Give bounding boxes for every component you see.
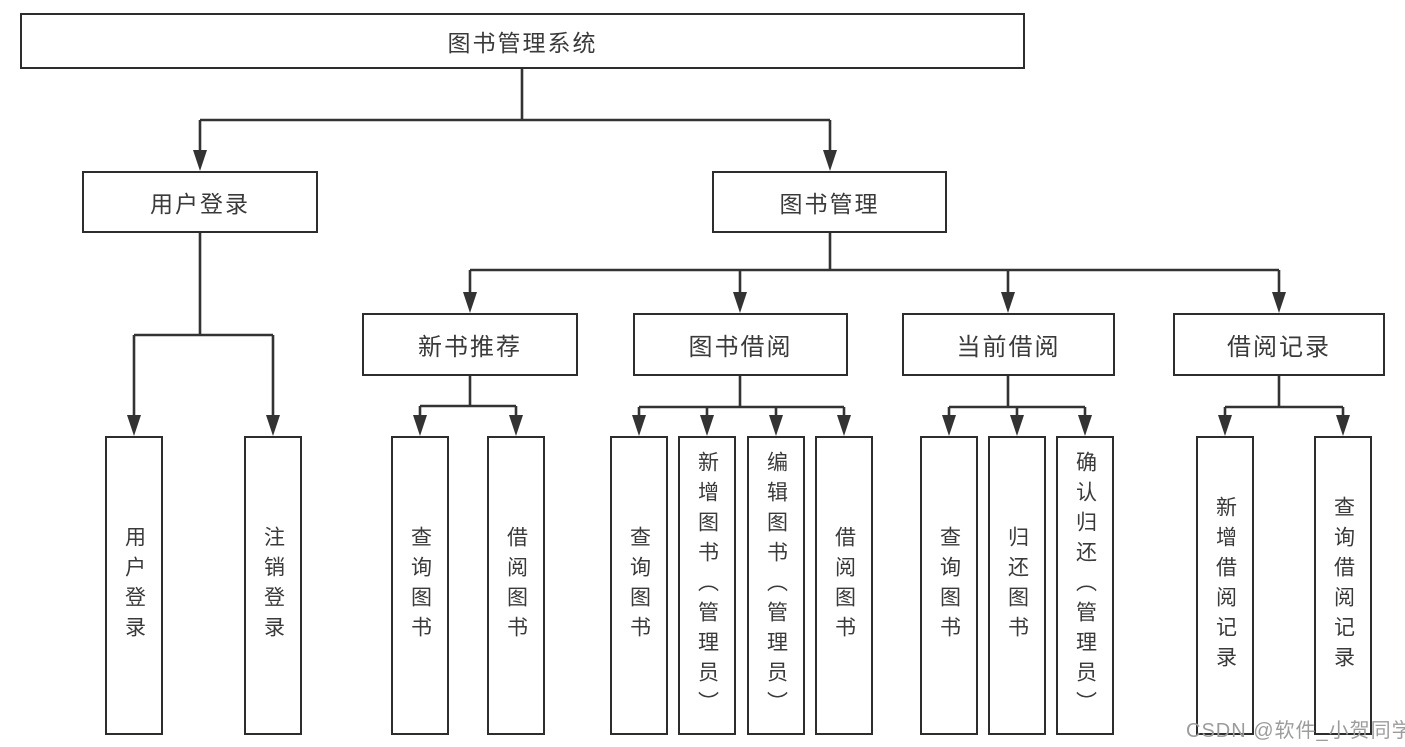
leaf-user-login: 用户登录 xyxy=(105,436,163,735)
leaf-label: 借阅图书 xyxy=(504,525,528,646)
leaf-label: 确认归还（管理员） xyxy=(1073,450,1097,721)
leaf-query-books-recommend: 查询图书 xyxy=(391,436,449,735)
leaf-query-books-borrow: 查询图书 xyxy=(610,436,668,735)
connector-book-borrow-branch xyxy=(632,376,851,436)
leaf-label: 借阅图书 xyxy=(832,525,856,646)
leaf-add-borrow-record: 新增借阅记录 xyxy=(1196,436,1254,735)
leaf-label: 注销登录 xyxy=(261,525,285,646)
node-new-book-recommend: 新书推荐 xyxy=(362,313,578,376)
node-user-login-group: 用户登录 xyxy=(82,171,318,233)
leaf-return-books: 归还图书 xyxy=(988,436,1046,735)
leaf-edit-book-admin: 编辑图书（管理员） xyxy=(747,436,805,735)
leaf-label: 归还图书 xyxy=(1005,525,1029,646)
node-root: 图书管理系统 xyxy=(20,13,1025,69)
connector-new-book-branch xyxy=(413,376,523,436)
node-borrowing-records: 借阅记录 xyxy=(1173,313,1385,376)
leaf-borrow-books: 借阅图书 xyxy=(815,436,873,735)
watermark: CSDN @软件_小贺同学 xyxy=(1186,720,1405,742)
connector-user-login-branch xyxy=(127,233,280,436)
leaf-confirm-return-admin: 确认归还（管理员） xyxy=(1056,436,1114,735)
leaf-label: 查询图书 xyxy=(627,525,651,646)
leaf-borrow-books-recommend: 借阅图书 xyxy=(487,436,545,735)
leaf-label: 新增图书（管理员） xyxy=(695,450,719,721)
leaf-label: 查询借阅记录 xyxy=(1331,495,1355,676)
connector-book-management-branch xyxy=(463,233,1286,313)
leaf-label: 查询图书 xyxy=(937,525,961,646)
leaf-query-books-current: 查询图书 xyxy=(920,436,978,735)
connector-borrow-records-branch xyxy=(1218,376,1350,436)
leaf-add-book-admin: 新增图书（管理员） xyxy=(678,436,736,735)
leaf-label: 新增借阅记录 xyxy=(1213,495,1237,676)
leaf-logout: 注销登录 xyxy=(244,436,302,735)
leaf-query-borrow-record: 查询借阅记录 xyxy=(1314,436,1372,735)
leaf-label: 查询图书 xyxy=(408,525,432,646)
node-current-borrowing: 当前借阅 xyxy=(902,313,1115,376)
node-book-management: 图书管理 xyxy=(712,171,947,233)
leaf-label: 用户登录 xyxy=(122,525,146,646)
connector-current-borrow-branch xyxy=(942,376,1092,436)
node-book-borrowing: 图书借阅 xyxy=(633,313,848,376)
connector-root-branch xyxy=(193,69,837,171)
leaf-label: 编辑图书（管理员） xyxy=(764,450,788,721)
